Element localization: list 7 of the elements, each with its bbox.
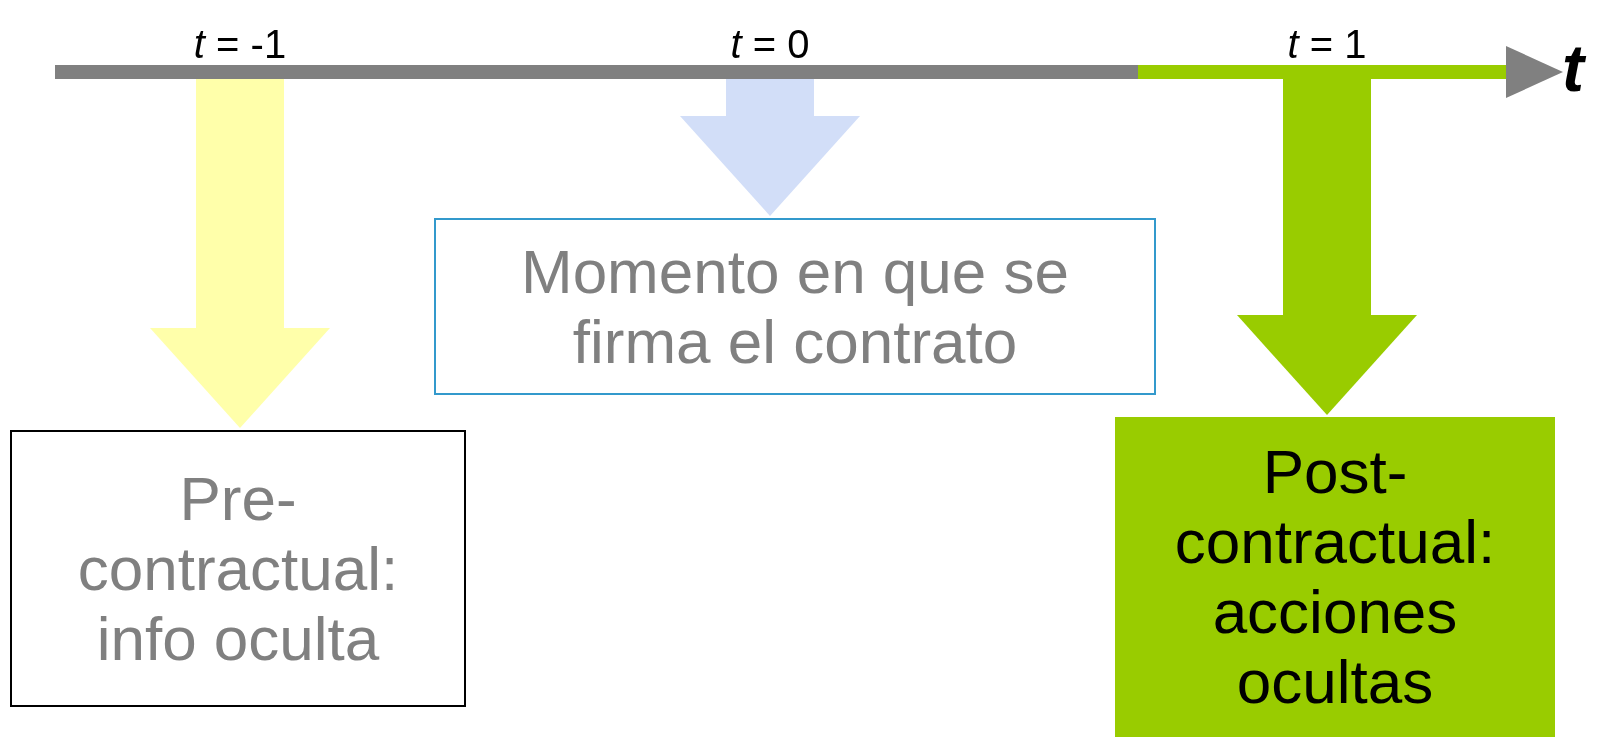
time-label: t = -1: [170, 22, 310, 66]
text-box: Pre-contractual: info oculta: [10, 430, 466, 707]
text-box: Momento en que se firma el contrato: [434, 218, 1156, 395]
highlight-box: Post-contractual: acciones ocultas: [1115, 417, 1555, 737]
time-label: t = 1: [1262, 22, 1392, 66]
time-label: t = 0: [705, 22, 835, 66]
axis-label: t: [1562, 30, 1584, 106]
